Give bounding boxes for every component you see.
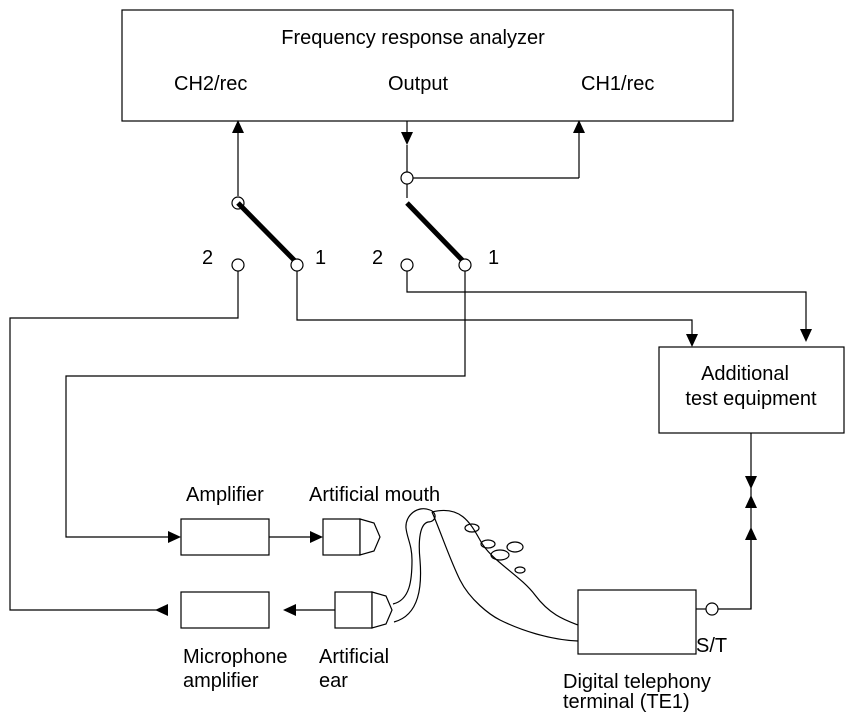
left-switch: 2 1 bbox=[202, 196, 326, 272]
artificial-mouth-cone bbox=[359, 518, 381, 556]
analyzer-title: Frequency response analyzer bbox=[281, 27, 545, 49]
analyzer-ch1-label: CH1/rec bbox=[581, 73, 654, 95]
right-switch-contact-2 bbox=[400, 258, 414, 272]
coiled-cord-icon bbox=[431, 509, 579, 642]
right-switch-junction bbox=[400, 171, 414, 185]
switch2-to-equipment-line bbox=[406, 271, 812, 342]
mic-amplifier-return-line bbox=[9, 271, 239, 616]
equipment-label-line1: Additional bbox=[701, 363, 789, 385]
right-switch-lever bbox=[405, 201, 467, 265]
switch1-to-equipment-line bbox=[296, 271, 698, 347]
left-switch-pos2-label: 2 bbox=[202, 247, 213, 269]
up-arrow-icon bbox=[745, 495, 757, 508]
ear-to-micamp-arrow-icon bbox=[283, 604, 296, 616]
output-connection bbox=[401, 120, 585, 198]
equipment-input-arrow-1-icon bbox=[686, 334, 698, 347]
artificial-ear-label-line2: ear bbox=[319, 670, 348, 692]
right-switch-pos2-label: 2 bbox=[372, 247, 383, 269]
left-switch-contact-1 bbox=[290, 258, 304, 272]
equipment-input-arrow-2-icon bbox=[800, 329, 812, 342]
left-switch-pos1-label: 1 bbox=[315, 247, 326, 269]
equipment-terminal-link: S/T bbox=[696, 433, 757, 657]
right-switch: 2 1 bbox=[372, 171, 499, 272]
microphone-amplifier-box bbox=[180, 591, 270, 629]
analyzer-output-label: Output bbox=[388, 73, 448, 95]
artificial-mouth bbox=[322, 518, 381, 556]
st-interface-point bbox=[705, 602, 719, 616]
mic-amp-input-arrow-icon bbox=[155, 604, 168, 616]
mic-amp-label-line1: Microphone bbox=[183, 646, 288, 668]
artificial-ear-body bbox=[334, 591, 373, 629]
digital-telephony-terminal-box bbox=[577, 589, 697, 655]
st-label: S/T bbox=[696, 635, 727, 657]
artificial-mouth-body bbox=[322, 518, 361, 556]
ch2-arrow-icon bbox=[232, 120, 244, 133]
equipment-label-line2: test equipment bbox=[685, 388, 817, 410]
mic-amp-label-line2: amplifier bbox=[183, 670, 259, 692]
terminal-label-line2: terminal (TE1) bbox=[563, 691, 690, 713]
artificial-ear-label-line1: Artificial bbox=[319, 646, 389, 668]
terminal-label-line1: Digital telephony bbox=[563, 671, 711, 693]
artificial-mouth-label: Artificial mouth bbox=[309, 484, 440, 506]
handset-icon bbox=[392, 508, 436, 623]
ch2-connection bbox=[232, 120, 244, 196]
amplifier-label: Amplifier bbox=[186, 484, 264, 506]
analyzer-ch2-label: CH2/rec bbox=[174, 73, 247, 95]
left-switch-contact-2 bbox=[231, 258, 245, 272]
amplifier-input-arrow-icon bbox=[168, 531, 181, 543]
amp-to-mouth-arrow-icon bbox=[310, 531, 323, 543]
amplifier-box bbox=[180, 518, 270, 556]
artificial-ear-cone bbox=[371, 591, 393, 629]
additional-test-equipment-box bbox=[658, 346, 845, 434]
right-switch-pos1-label: 1 bbox=[488, 247, 499, 269]
right-switch-contact-1 bbox=[458, 258, 472, 272]
switch1-to-amplifier-line bbox=[65, 271, 466, 543]
ch1-arrow-icon bbox=[573, 120, 585, 133]
frequency-response-analyzer-box bbox=[121, 9, 734, 122]
down-arrow-icon bbox=[745, 476, 757, 489]
left-switch-lever bbox=[236, 201, 299, 265]
terminal-up-arrow-icon bbox=[745, 527, 757, 540]
artificial-ear bbox=[334, 591, 393, 629]
output-arrow-icon bbox=[401, 132, 413, 145]
